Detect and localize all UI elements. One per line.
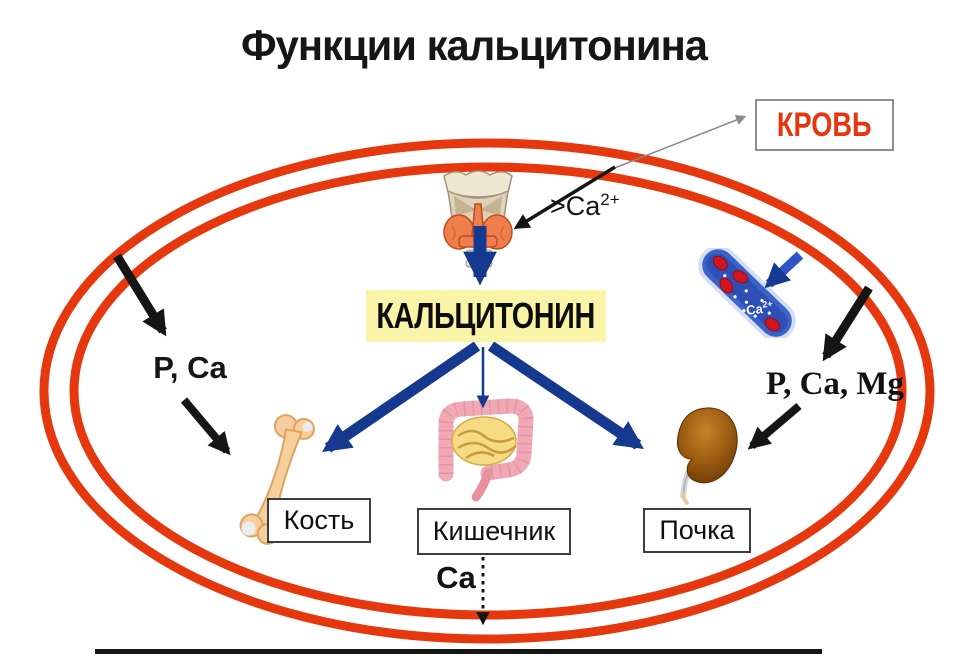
arrow-into-vessel bbox=[764, 251, 804, 289]
left-ions-label: P, Ca bbox=[153, 350, 227, 385]
blood-ring-outer bbox=[39, 138, 935, 644]
arrow-right-lower bbox=[747, 402, 802, 450]
intestine-illustration bbox=[438, 398, 534, 502]
bone-label-box: Кость bbox=[267, 498, 371, 543]
blood-label: КРОВЬ bbox=[777, 105, 872, 144]
calcitonin-label-box: КАЛЬЦИТОНИН bbox=[366, 290, 606, 342]
kidney-label-box: Почка bbox=[643, 508, 751, 553]
arrow-ca-to-thyroid bbox=[513, 165, 616, 230]
arrow-ellipse-to-blood-label bbox=[611, 115, 747, 170]
arrow-left-upper bbox=[113, 253, 167, 337]
bottom-divider-bar bbox=[95, 649, 822, 654]
calcium-stimulus-label: >Ca2+ bbox=[550, 190, 620, 221]
blood-vessel-illustration bbox=[698, 248, 796, 338]
intestine-label-box: Кишечник bbox=[417, 508, 571, 555]
bone-illustration bbox=[239, 414, 315, 545]
arrow-left-lower bbox=[180, 397, 231, 456]
arrow-right-upper bbox=[822, 285, 873, 362]
blood-label-box: КРОВЬ bbox=[755, 99, 894, 151]
page-title: Функции кальцитонина bbox=[240, 22, 708, 70]
right-ions-label: P, Ca, Mg bbox=[765, 366, 905, 402]
arrow-calcitonin-to-kidney bbox=[487, 341, 644, 450]
calcitonin-label: КАЛЬЦИТОНИН bbox=[376, 295, 596, 336]
arrow-calcitonin-to-bone bbox=[322, 341, 481, 453]
kidney-illustration bbox=[676, 407, 738, 505]
calcium-excretion-label: Ca bbox=[436, 560, 476, 595]
red-blood-cells bbox=[712, 255, 781, 332]
